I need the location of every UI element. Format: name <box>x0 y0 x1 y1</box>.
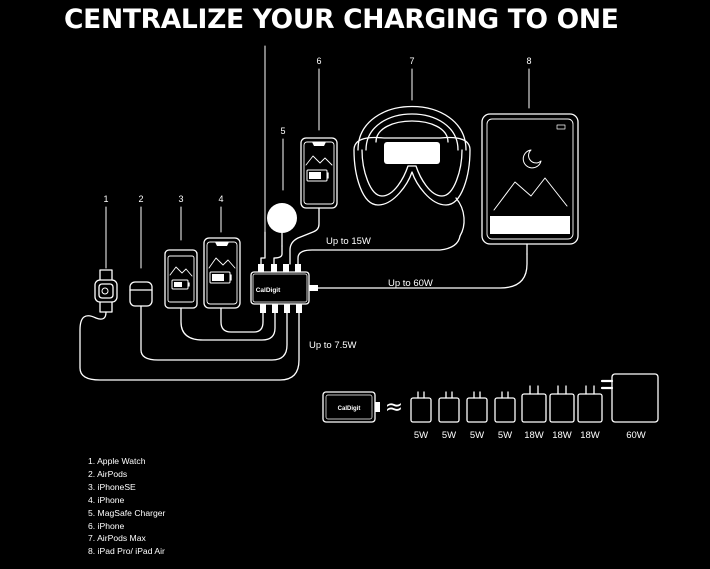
adapter-label-4: 5W <box>498 430 512 441</box>
power-label-15w: Up to 15W <box>326 236 371 247</box>
airpods-max-icon <box>353 106 471 237</box>
legend-item-5: 5. MagSafe Charger <box>88 507 166 518</box>
adapter-18w-icon-2 <box>549 385 575 423</box>
adapter-label-8: 60W <box>626 430 646 441</box>
callout-6: 6 <box>316 56 321 66</box>
adapter-label-1: 5W <box>414 430 428 441</box>
legend-item-3: 3. iPhoneSE <box>88 481 136 492</box>
adapter-label-5: 18W <box>524 430 544 441</box>
legend-item-1: 1. Apple Watch <box>88 456 146 466</box>
iphonese-icon <box>164 249 198 309</box>
callout-7: 7 <box>409 56 414 66</box>
legend-item-7: 7. AirPods Max <box>88 533 146 544</box>
adapter-label-3: 5W <box>470 430 484 441</box>
callout-1: 1 <box>103 194 108 204</box>
adapter-5w-icon-4 <box>494 391 516 423</box>
hub-brand-label: CalDigit <box>256 287 281 294</box>
adapter-18w-icon-3 <box>577 385 603 423</box>
legend-item-4: 4. iPhone <box>88 494 125 505</box>
legend-item-6: 6. iPhone <box>88 520 125 531</box>
ipad-icon <box>481 113 579 255</box>
callout-3: 3 <box>178 194 183 204</box>
iphone-icon <box>203 237 241 309</box>
adapter-5w-icon-3 <box>466 391 488 423</box>
airpods-case-icon <box>129 281 153 307</box>
hub-icon <box>250 264 318 313</box>
apple-watch-icon <box>94 269 118 313</box>
adapter-label-7: 18W <box>580 430 600 441</box>
adapter-18w-icon-1 <box>521 385 547 423</box>
legend-item-8: 8. iPad Pro/ iPad Air <box>88 546 165 557</box>
iphone-top-icon <box>300 137 338 209</box>
callout-8: 8 <box>526 56 531 66</box>
adapter-5w-icon-1 <box>410 391 432 423</box>
adapter-label-6: 18W <box>552 430 572 441</box>
legend-item-2: 2. AirPods <box>88 468 128 479</box>
page-title: CENTRALIZE YOUR CHARGING TO ONE <box>64 4 619 35</box>
adapter-label-2: 5W <box>442 430 456 441</box>
callout-4: 4 <box>218 194 223 204</box>
adapter-5w-icon-2 <box>438 391 460 423</box>
leader-lines <box>105 45 530 269</box>
adapter-60w-icon <box>600 373 659 423</box>
callout-2: 2 <box>138 194 143 204</box>
callout-5: 5 <box>280 126 285 136</box>
hub-small-icon <box>322 391 380 423</box>
power-label-7-5w: Up to 7.5W <box>309 340 357 351</box>
device-legend: 1. Apple Watch 2. AirPods 3. iPhoneSE 4.… <box>88 455 165 558</box>
magsafe-charger-icon <box>267 203 297 247</box>
cables <box>79 207 528 381</box>
power-label-60w: Up to 60W <box>388 278 433 289</box>
approx-symbol: ≈ <box>385 395 403 420</box>
hub-small-brand-label: CalDigit <box>338 406 361 412</box>
